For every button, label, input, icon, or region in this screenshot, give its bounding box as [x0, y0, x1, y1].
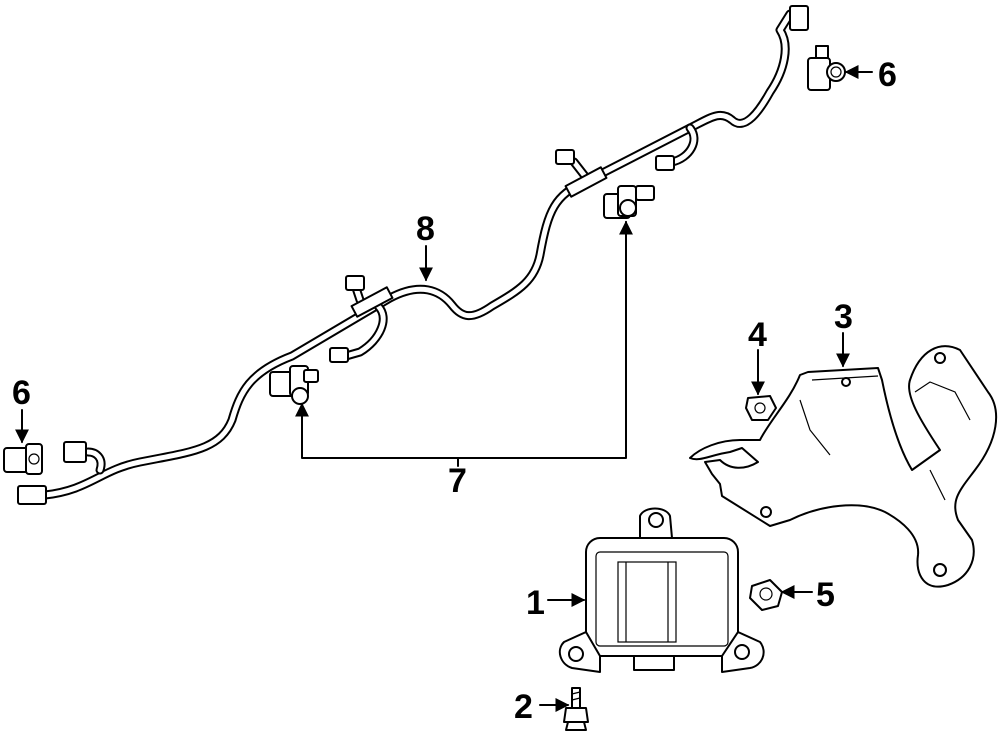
nut-4[interactable]: [745, 395, 777, 421]
callout-6-right: 6: [878, 56, 897, 94]
callout-6-left: 6: [12, 374, 31, 412]
sensor-middle-left[interactable]: [269, 365, 319, 405]
module[interactable]: [558, 507, 765, 673]
callout-2: 2: [514, 688, 533, 726]
callout-7: 7: [448, 462, 467, 500]
callout-5: 5: [816, 576, 835, 614]
leader-lines: [15, 65, 873, 712]
nut-5[interactable]: [749, 579, 783, 611]
sensor-left[interactable]: [3, 443, 43, 475]
sensor-middle-right[interactable]: [603, 185, 655, 219]
callout-4: 4: [748, 316, 767, 354]
sensor-upper-right[interactable]: [807, 45, 846, 91]
bracket[interactable]: [689, 345, 998, 588]
bolt[interactable]: [563, 687, 589, 731]
callout-8: 8: [416, 210, 435, 248]
callout-3: 3: [834, 298, 853, 336]
callout-1: 1: [526, 584, 545, 622]
wiring-harness[interactable]: [17, 5, 809, 505]
